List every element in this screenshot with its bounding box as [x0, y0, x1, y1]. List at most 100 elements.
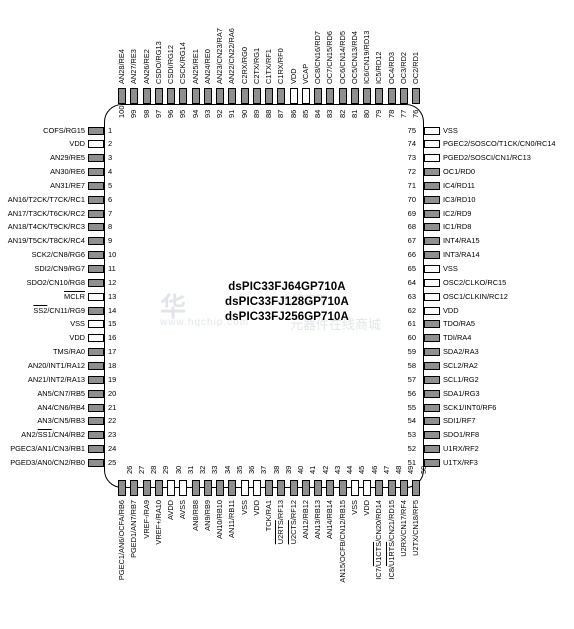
pin-67-number: 67: [407, 236, 416, 246]
pin-46-pad: [363, 480, 371, 496]
pin-46-label: VDD: [362, 500, 371, 516]
pin-33-label: AN9/RB9: [202, 500, 212, 531]
pin-12-pad: [88, 278, 104, 287]
pin-60-pad: [424, 334, 440, 343]
pin-18-pad: [88, 361, 104, 370]
pin-42-label: AN13/RB13: [313, 500, 322, 540]
pin-42-number: 42: [320, 465, 330, 474]
pin-7-pad: [88, 209, 104, 218]
pin-88-pad: [265, 88, 273, 104]
pin-52-label: U1RX/RF2: [443, 444, 479, 454]
pin-98-number: 98: [141, 109, 151, 118]
pin-86-label: VDD: [288, 68, 298, 84]
pin-73-number: 73: [407, 153, 416, 163]
pin-84-number: 84: [313, 109, 322, 118]
pin-80-pad: [363, 88, 371, 104]
pin-64-label: OSC2/CLKO/RC15: [443, 277, 507, 287]
pin-96-label: CSDI/RG12: [166, 44, 175, 84]
pin-77-number: 77: [398, 109, 408, 118]
pin-55-label: SCK1/INT0/RF6: [443, 402, 497, 412]
pin-79-label: IC5/RD12: [374, 51, 384, 84]
pin-7-number: 7: [108, 208, 113, 218]
pin-6-label: AN16/T2CK/T7CK/RC1: [7, 194, 85, 204]
pin-56-label: SDA1/RG3: [443, 388, 480, 398]
pin-64-number: 64: [407, 277, 416, 287]
pin-44-label: AN15/OCFB/CN12/RB15: [337, 500, 347, 583]
pin-67-pad: [424, 237, 440, 246]
pin-1-pad: [88, 126, 104, 135]
pin-97-number: 97: [153, 109, 163, 118]
pin-62-number: 62: [407, 305, 416, 315]
pin-47-label: IC7/U1CTS/CN20/RD14: [374, 500, 384, 580]
pin-52-number: 52: [407, 444, 416, 454]
pin-79-number: 79: [374, 109, 384, 118]
pin-53-label: SDO1/RF8: [443, 430, 480, 440]
pin-29-label: VREF+/RA10: [153, 500, 163, 545]
pin-40-label: U2CTS/RF12: [288, 500, 298, 545]
pin-77-label: OC3/RD2: [398, 51, 408, 84]
pin-49-pad: [399, 480, 408, 496]
pin-16-pad: [88, 334, 104, 343]
pin-89-pad: [252, 88, 261, 104]
pin-90-pad: [240, 88, 249, 104]
pin-71-label: IC4/RD11: [443, 180, 475, 190]
pin-87-number: 87: [276, 109, 286, 118]
pin-15-label: VSS: [70, 319, 85, 329]
pin-27-label: PGED1/AN7/RB7: [129, 500, 139, 558]
pin-17-number: 17: [108, 347, 117, 357]
pin-86-pad: [289, 88, 298, 104]
pin-6-pad: [88, 195, 104, 204]
pin-19-pad: [88, 375, 104, 384]
pin-54-pad: [424, 417, 440, 426]
pin-83-label: OC7/CN15/RD6: [325, 31, 335, 84]
pin-21-label: AN4/CN6/RB4: [37, 402, 85, 412]
pin-82-label: OC6/CN14/RD5: [337, 31, 347, 84]
pin-99-label: AN27/RE3: [129, 49, 139, 84]
pin-23-label: AN2/SS1/CN4/RB2: [21, 430, 85, 440]
pin-22-label: AN3/CN5/RB3: [37, 416, 85, 426]
pin-68-pad: [424, 223, 440, 232]
pin-68-label: IC1/RD8: [443, 222, 472, 232]
pin-64-pad: [424, 278, 440, 287]
pin-89-label: C2TX/RG1: [251, 47, 261, 84]
pin-50-number: 50: [418, 465, 428, 474]
pin-55-pad: [424, 403, 440, 412]
pin-71-pad: [424, 181, 440, 190]
pin-38-number: 38: [271, 465, 281, 474]
pin-98-pad: [142, 88, 151, 104]
watermark-slogan: 元器件在线商城: [290, 317, 382, 332]
pin-8-number: 8: [108, 222, 113, 232]
pin-30-number: 30: [173, 465, 183, 474]
pin-4-number: 4: [108, 167, 113, 177]
part-number-3: dsPIC33FJ256GP710A: [225, 311, 349, 323]
pin-16-number: 16: [108, 333, 117, 343]
pin-92-pad: [216, 88, 224, 104]
pin-85-number: 85: [300, 109, 310, 118]
pin-74-number: 74: [407, 139, 416, 149]
pin-9-number: 9: [108, 236, 113, 246]
pin-75-label: VSS: [443, 125, 458, 135]
pin-68-number: 68: [407, 222, 416, 232]
pin-91-pad: [228, 88, 237, 104]
pin-29-pad: [154, 480, 163, 496]
pin-47-pad: [375, 480, 384, 496]
pin-18-number: 18: [108, 360, 117, 370]
pin-27-pad: [130, 480, 139, 496]
pin-84-label: OC8/CN16/RD7: [313, 31, 322, 84]
pin-14-label: SS2/CN11/RG9: [33, 305, 85, 315]
pin-41-number: 41: [308, 465, 318, 474]
pin-60-label: TDI/RA4: [443, 333, 472, 343]
pin-39-number: 39: [283, 465, 293, 474]
pin-54-label: SDI1/RF7: [443, 416, 476, 426]
pin-14-pad: [88, 306, 104, 315]
pin-21-number: 21: [108, 402, 117, 412]
pin-80-number: 80: [362, 109, 371, 118]
pin-22-number: 22: [108, 416, 117, 426]
pin-48-label: IC8/U1RTS/CN21/RD15: [386, 500, 396, 580]
pin-72-number: 72: [407, 167, 416, 177]
pin-38-pad: [265, 480, 273, 496]
pin-25-pad: [88, 458, 104, 467]
pin-19-label: AN21/INT2/RA13: [27, 374, 85, 384]
pin-9-pad: [88, 237, 104, 246]
pin-87-label: C1RX/RF0: [276, 48, 286, 84]
